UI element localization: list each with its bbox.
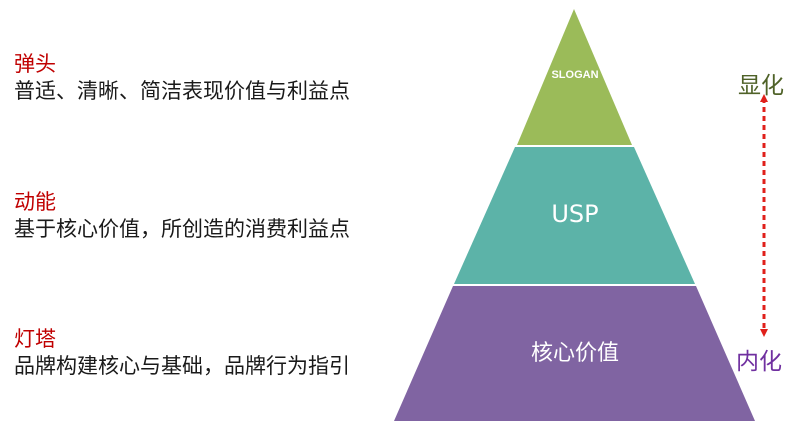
layer-description-usp: 动能 基于核心价值，所创造的消费利益点 [14,189,350,243]
label-explicit: 显化 [738,73,784,99]
pyramid-tier-core-value [394,286,755,421]
pyramid-tier-usp [454,147,695,284]
pyramid-tier-slogan [517,9,632,145]
layer-description-slogan: 弹头 普适、清晰、简洁表现价值与利益点 [14,51,350,105]
layer-description-core: 灯塔 品牌构建核心与基础，品牌行为指引 [14,326,350,380]
layer-desc: 品牌构建核心与基础，品牌行为指引 [14,354,350,378]
label-implicit: 内化 [736,349,782,375]
layer-title: 弹头 [14,52,56,76]
tier-label-usp: USP [551,200,598,228]
layer-desc: 普适、清晰、简洁表现价值与利益点 [14,79,350,103]
layer-title: 灯塔 [14,327,56,351]
tier-label-slogan: SLOGAN [551,69,598,81]
layer-title: 动能 [14,190,56,214]
tier-label-core-value: 核心价值 [531,341,619,366]
layer-desc: 基于核心价值，所创造的消费利益点 [14,217,350,241]
